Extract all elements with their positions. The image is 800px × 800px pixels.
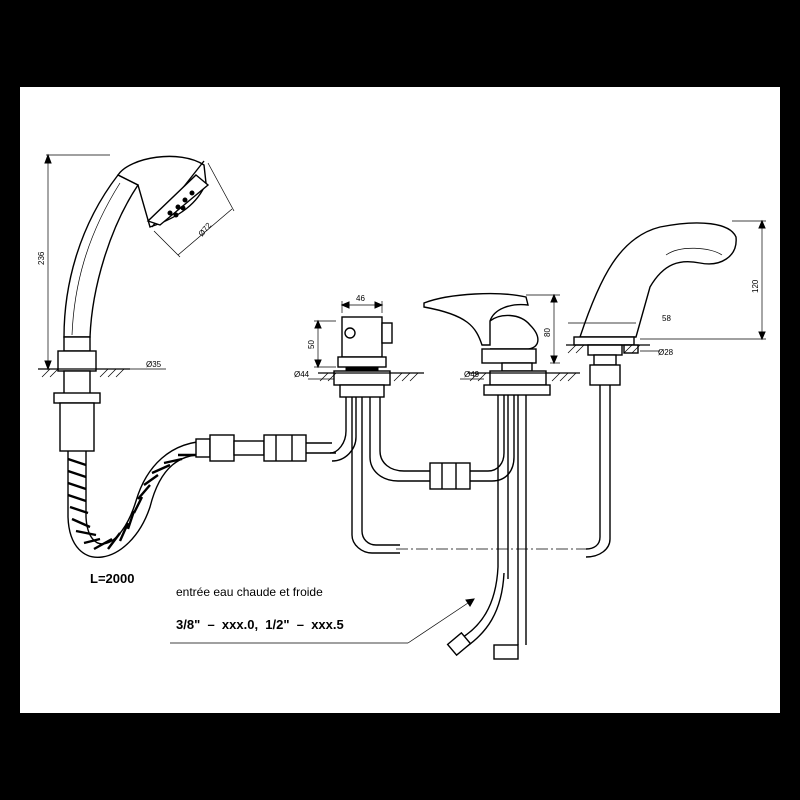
arrowheads	[44, 153, 766, 607]
deck-hatch-3	[468, 372, 580, 382]
technical-drawing: 236 Ø72 Ø35 46 50 Ø44 80 Ø49 120 58 Ø28	[37, 153, 766, 660]
dim-mixer-height: 80	[543, 328, 552, 337]
dimension-lines	[46, 154, 766, 644]
dim-spout-length: 58	[662, 314, 671, 323]
deck-hatch-4	[566, 344, 650, 354]
dim-spout-base-diameter: Ø28	[658, 348, 674, 357]
dim-diverter-width: 46	[356, 294, 365, 303]
spout	[573, 222, 737, 558]
drawing-sheet: 236 Ø72 Ø35 46 50 Ø44 80 Ø49 120 58 Ø28 …	[20, 87, 780, 713]
dim-shower-base-diameter: Ø35	[146, 360, 162, 369]
diverter	[329, 316, 430, 554]
dim-diverter-height: 50	[307, 340, 316, 349]
inlet-note: entrée eau chaude et froide	[176, 585, 323, 599]
mixer	[423, 292, 551, 660]
hand-shower	[53, 155, 210, 452]
middle-connector	[429, 387, 515, 490]
hose-length-label: L=2000	[90, 571, 135, 586]
inlet-sizes-note: 3/8" – xxx.0, 1/2" – xxx.5	[176, 617, 344, 632]
flexible-hose	[67, 434, 336, 558]
dim-shower-head-diameter: Ø72	[197, 220, 214, 238]
dim-diverter-base-diameter: Ø44	[294, 370, 310, 379]
dim-mixer-base-diameter: Ø49	[464, 370, 480, 379]
dim-shower-height: 236	[37, 251, 46, 265]
dim-spout-height: 120	[751, 279, 760, 293]
deck-hatch-2	[318, 372, 424, 382]
